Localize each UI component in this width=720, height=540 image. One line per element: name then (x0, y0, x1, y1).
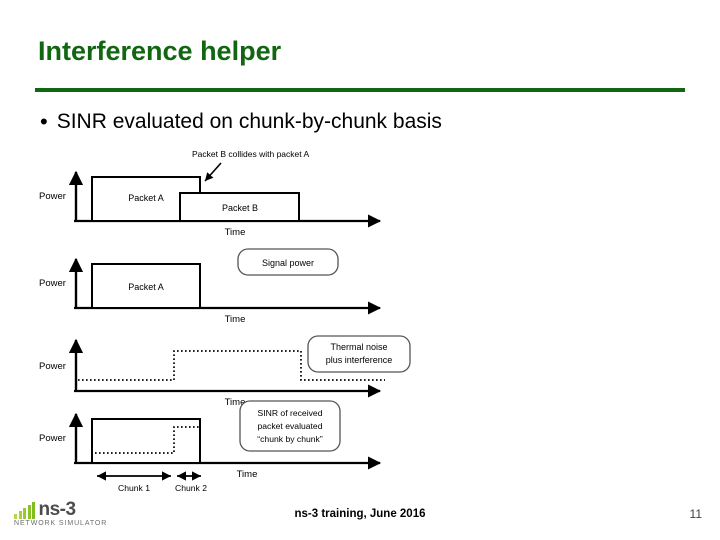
chart-4-y-axis-label: Power (39, 433, 66, 444)
signal-bar-icon (18, 511, 22, 519)
chart-2-packet-a-label: Packet A (128, 282, 164, 292)
title-divider (35, 88, 685, 92)
chart-4-callout-line-2: packet evaluated (258, 421, 323, 431)
chart-3-noise-step-trace (78, 350, 385, 381)
signal-bar-icon (23, 508, 26, 519)
chart-2: Power Time Packet A Signal power (39, 248, 382, 325)
chart-2-packet-a-box (91, 263, 201, 309)
signal-bar-icon (27, 505, 31, 519)
ns3-logo-top-row: ns-3 (14, 499, 144, 519)
chart-4-noise-step-trace (95, 426, 199, 454)
chart-4-callout-line-3: “chunk by chunk” (257, 434, 323, 444)
chart-2-y-axis-label: Power (39, 278, 66, 289)
bullet-item-label: SINR evaluated on chunk-by-chunk basis (56, 110, 442, 133)
footer-text: ns-3 training, June 2016 (294, 508, 426, 520)
chart-4-chunk-2-label: Chunk 2 (175, 483, 207, 493)
chart-1-packet-b-label: Packet B (222, 203, 258, 213)
chart-3-x-axis-label: Time (225, 397, 246, 408)
timing-diagram: Power Time Packet A Packet B Packet B co… (25, 143, 445, 498)
chart-3-callout-line-1: Thermal noise (330, 342, 387, 352)
signal-bar-icon (32, 502, 35, 519)
page-title: Interference helper (38, 36, 282, 66)
chart-4: Power Time SINR of received packet evalu… (39, 400, 382, 493)
page-number: 11 (689, 507, 702, 521)
chart-3-callout-box (307, 335, 411, 373)
chart-3: Power Time Thermal noise plus interferen… (39, 335, 411, 408)
ns3-logo: ns-3 NETWORK SIMULATOR (14, 499, 144, 531)
timing-diagram-svg: Power Time Packet A Packet B Packet B co… (39, 149, 411, 493)
chart-3-y-axis-label: Power (39, 361, 66, 372)
chart-4-chunk-1-label: Chunk 1 (118, 483, 150, 493)
chart-1-packet-a-label: Packet A (128, 193, 164, 203)
chart-1-x-axis-label: Time (225, 227, 246, 238)
ns3-wordmark: ns-3 (38, 499, 77, 520)
bullet-item: • SINR evaluated on chunk-by-chunk basis (40, 108, 442, 136)
ns3-logo-subtitle: NETWORK SIMULATOR (14, 520, 108, 527)
chart-2-callout-box (237, 248, 339, 276)
chart-1-collision-annotation: Packet B collides with packet A (192, 149, 310, 159)
chart-1-packet-b-box (179, 192, 300, 222)
chart-2-callout-label: Signal power (262, 258, 314, 268)
chart-4-packet-box (91, 418, 201, 464)
signal-bar-icon (14, 514, 17, 519)
chart-4-callout-box (239, 400, 341, 452)
chart-1-collision-arrow (204, 162, 222, 182)
chart-4-x-axis-label: Time (237, 469, 258, 480)
chart-1-y-axis-label: Power (39, 191, 66, 202)
chart-4-callout-line-1: SINR of received (258, 408, 323, 418)
chart-3-callout-line-2: plus interference (326, 355, 393, 365)
bullet-marker-icon: • (40, 109, 48, 134)
chart-2-x-axis-label: Time (225, 314, 246, 325)
chart-1: Power Time Packet A Packet B Packet B co… (39, 149, 382, 238)
